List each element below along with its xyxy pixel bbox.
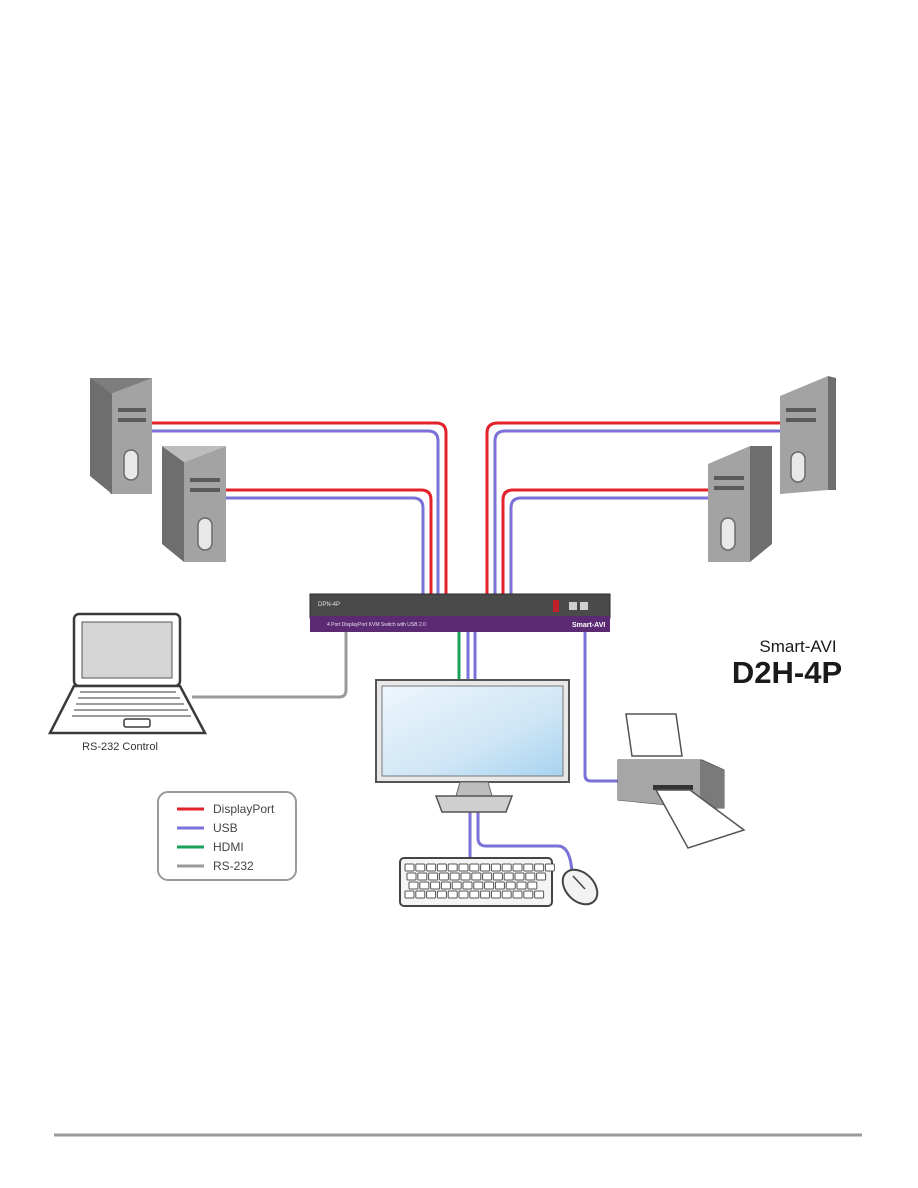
switch-port-b bbox=[580, 602, 588, 610]
computer-tower-left-front bbox=[162, 446, 226, 562]
cable-rs232-laptop bbox=[192, 630, 348, 699]
switch-display-led bbox=[553, 600, 559, 612]
laptop-icon bbox=[47, 612, 208, 735]
laptop-caption: RS-232 Control bbox=[82, 741, 158, 753]
brand-name: Smart-AVI bbox=[759, 637, 836, 656]
switch-brand-label: Smart-AVI bbox=[572, 622, 605, 629]
cable-usb-left-front bbox=[226, 496, 425, 600]
legend-label-hdmi: HDMI bbox=[213, 840, 244, 854]
switch-port-a bbox=[569, 602, 577, 610]
computer-tower-right-front bbox=[708, 446, 772, 562]
cable-usb-left-back bbox=[152, 429, 440, 600]
monitor-icon bbox=[375, 679, 570, 813]
kvm-switch: DPN-4P 4 Port DisplayPort KVM Switch wit… bbox=[309, 593, 611, 632]
computer-tower-left-back bbox=[90, 378, 152, 494]
legend-label-usb: USB bbox=[213, 821, 238, 835]
cable-usb-right-back bbox=[493, 429, 780, 600]
mouse-icon bbox=[561, 868, 599, 906]
cable-displayport-right-back bbox=[485, 421, 780, 600]
keyboard-icon bbox=[399, 857, 555, 907]
legend-box bbox=[157, 791, 297, 881]
cable-usb-right-front bbox=[509, 496, 712, 600]
switch-model-label: DPN-4P bbox=[318, 602, 340, 608]
computer-tower-right-back bbox=[780, 376, 836, 494]
legend-label-rs232: RS-232 bbox=[213, 859, 254, 873]
cable-usb-printer bbox=[583, 630, 624, 783]
switch-front-caption: 4 Port DisplayPort KVM Switch with USB 2… bbox=[327, 622, 426, 628]
cable-displayport-left-back bbox=[152, 421, 448, 600]
cables bbox=[152, 421, 780, 873]
cable-displayport-right-front bbox=[501, 488, 712, 600]
model-name: D2H-4P bbox=[732, 655, 842, 690]
legend-label-displayport: DisplayPort bbox=[213, 802, 275, 816]
brand-block: Smart-AVI D2H-4P bbox=[732, 637, 842, 690]
cable-usb-mouse bbox=[476, 812, 574, 873]
printer-icon bbox=[617, 713, 746, 849]
cable-displayport-left-front bbox=[226, 488, 433, 600]
